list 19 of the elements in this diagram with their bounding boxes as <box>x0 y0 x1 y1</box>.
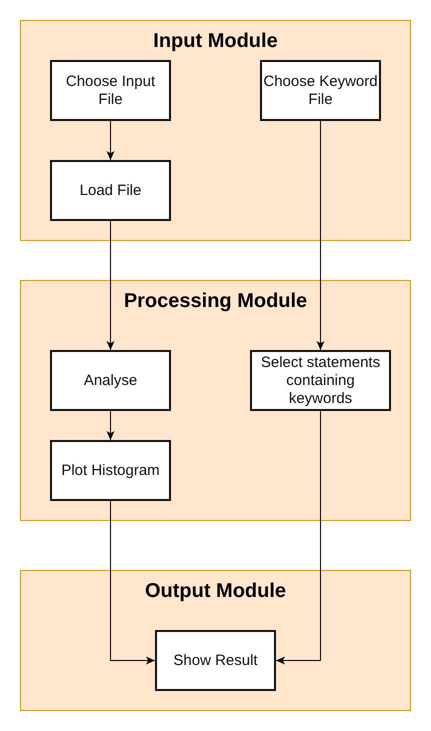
process-box: Plot Histogram <box>50 440 171 501</box>
process-box: Choose Input File <box>50 60 171 121</box>
arrow <box>106 220 114 350</box>
module-title: Input Module <box>153 30 278 52</box>
module-panel <box>20 280 411 521</box>
process-box: Choose Keyword File <box>260 60 381 121</box>
module-title: Output Module <box>144 580 286 602</box>
arrow <box>316 120 324 350</box>
process-box: Show Result <box>155 630 276 691</box>
arrow <box>276 410 321 664</box>
arrow <box>106 410 114 440</box>
module-panel <box>20 20 411 241</box>
process-box: Select statements containing keywords <box>250 350 391 411</box>
module-panel <box>20 570 411 711</box>
arrow <box>110 500 156 664</box>
module-title: Processing Module <box>124 290 308 312</box>
process-box: Analyse <box>50 350 171 411</box>
process-box: Load File <box>50 160 171 221</box>
arrow <box>106 120 114 160</box>
